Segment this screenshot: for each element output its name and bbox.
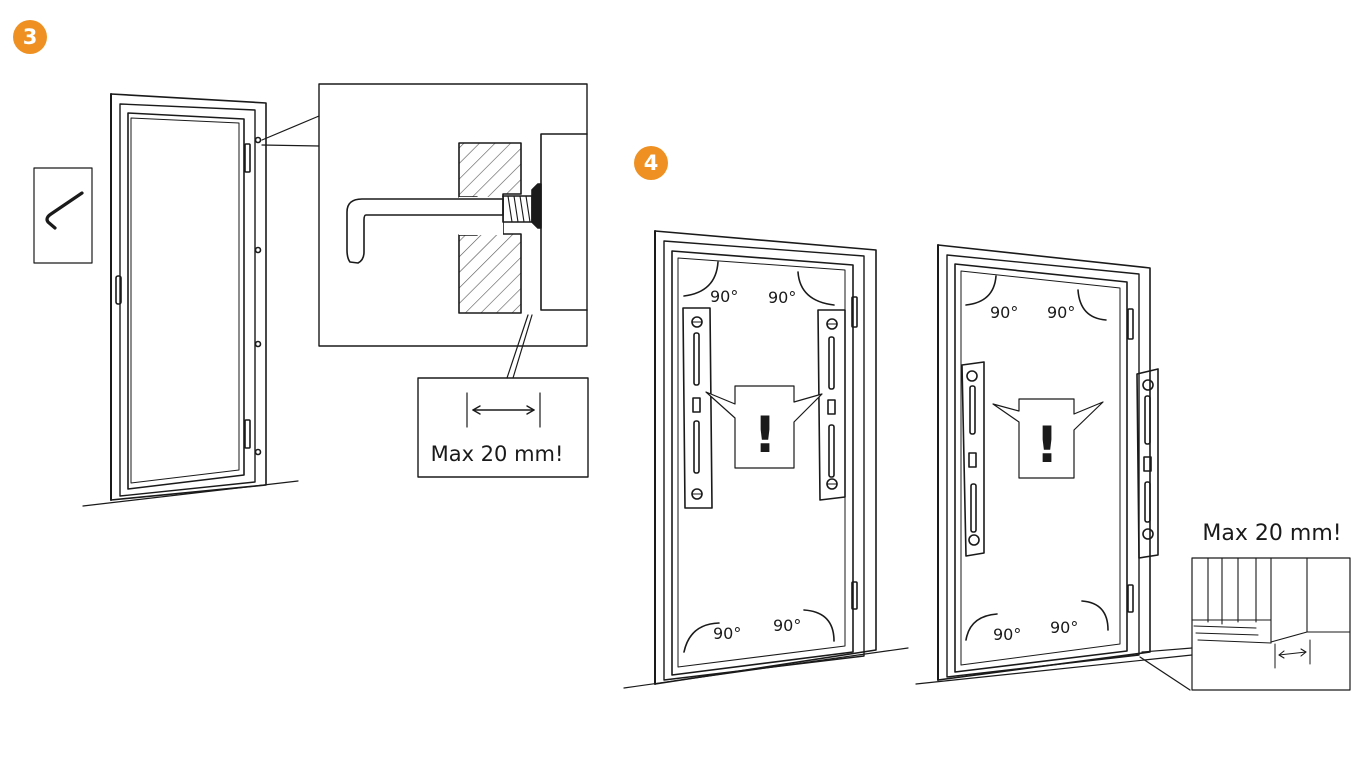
hinge-icon [244, 143, 251, 449]
angle-label: 90° [990, 303, 1018, 322]
screw-detail-zoom [318, 83, 588, 347]
step3-door [82, 93, 299, 507]
angle-label: 90° [993, 625, 1021, 644]
max-depth-label-step4: Max 20 mm! [1202, 521, 1341, 546]
spirit-level-icon [817, 309, 846, 501]
allen-key-tool-box [33, 167, 93, 264]
step-4-badge: 4 [634, 146, 668, 180]
spirit-level-icon [1136, 368, 1159, 559]
spirit-level-icon [682, 307, 713, 509]
angle-label: 90° [768, 288, 796, 307]
angle-label: 90° [713, 624, 741, 643]
step4-door-left [623, 230, 909, 689]
screw-icon [346, 183, 542, 264]
gap-detail-zoom [1139, 557, 1351, 691]
max-depth-label-step3: Max 20 mm! [431, 442, 564, 466]
warning-mark: ! [754, 406, 777, 464]
spirit-level-icon [961, 361, 985, 557]
angle-label: 90° [710, 287, 738, 306]
angle-label: 90° [773, 616, 801, 635]
warning-icon [705, 385, 823, 469]
allen-key-icon [45, 191, 84, 230]
angle-label: 90° [1047, 303, 1075, 322]
warning-icon [992, 398, 1104, 479]
step-3-badge: 3 [13, 20, 47, 54]
step4-door-right [915, 244, 1193, 685]
warning-mark: ! [1036, 416, 1059, 474]
max-depth-callout-step3 [417, 314, 589, 478]
angle-label: 90° [1050, 618, 1078, 637]
